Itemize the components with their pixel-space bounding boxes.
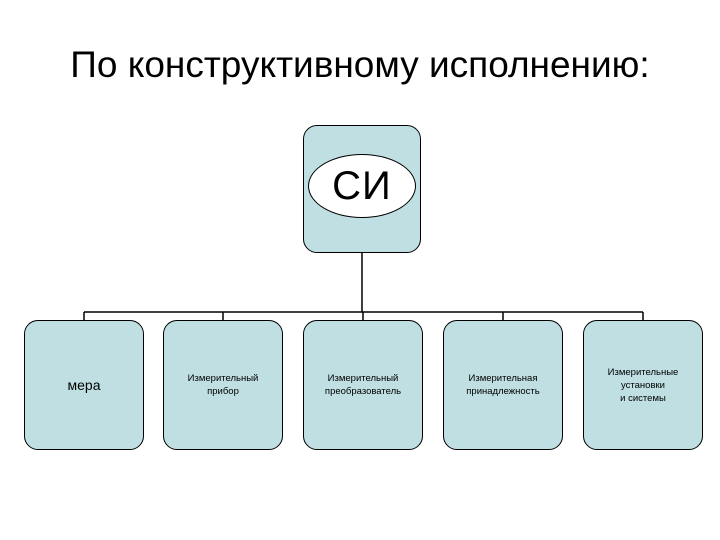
- child-node-systems: Измерительные установки и системы: [583, 320, 703, 450]
- child-label: Измерительная принадлежность: [466, 373, 540, 397]
- root-node: СИ: [303, 125, 421, 253]
- child-node-mera: мера: [24, 320, 144, 450]
- child-node-accessory: Измерительная принадлежность: [443, 320, 563, 450]
- child-node-transducer: Измерительный преобразователь: [303, 320, 423, 450]
- page-title: По конструктивному исполнению:: [70, 44, 650, 85]
- child-label: мера: [67, 377, 101, 393]
- child-label: Измерительные установки и системы: [607, 366, 679, 404]
- child-node-instrument: Измерительный прибор: [163, 320, 283, 450]
- root-label: СИ: [332, 163, 392, 208]
- child-label: Измерительный прибор: [187, 373, 259, 397]
- root-ellipse: СИ: [308, 154, 416, 218]
- child-label: Измерительный преобразователь: [324, 373, 402, 397]
